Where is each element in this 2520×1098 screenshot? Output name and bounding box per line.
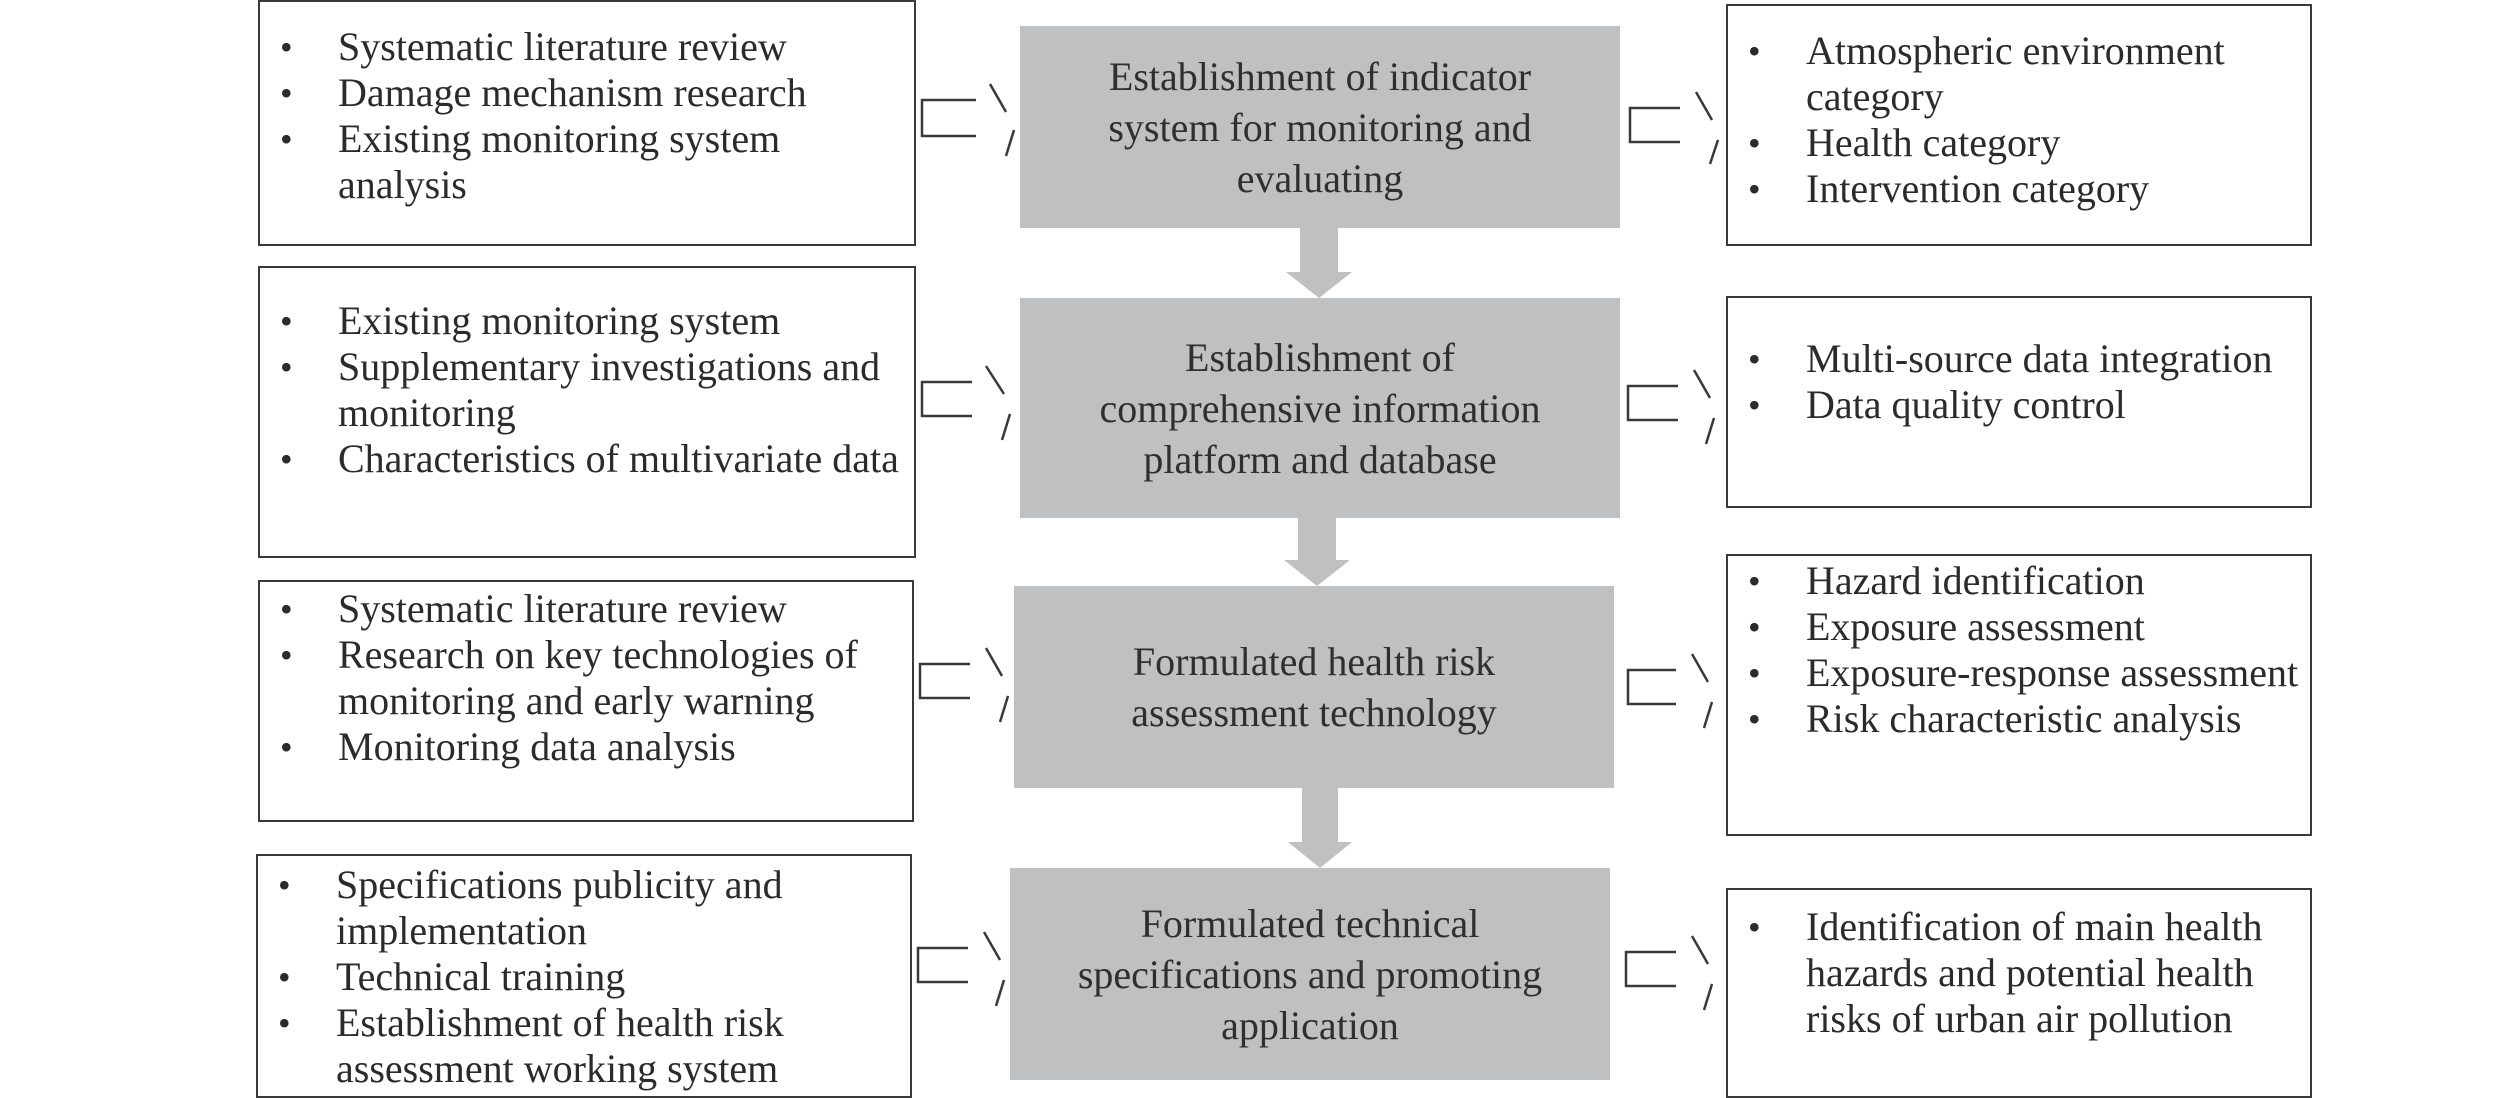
input-item: Characteristics of multivariate data xyxy=(280,436,904,482)
input-box-2: Existing monitoring system Supplementary… xyxy=(258,266,916,558)
output-item: Data quality control xyxy=(1748,382,2300,428)
input-box-4: Specifications publicity and implementat… xyxy=(256,854,912,1098)
down-arrow-3 xyxy=(1288,788,1352,868)
output-box-4: Identification of main health hazards an… xyxy=(1726,888,2312,1098)
input-arrow-1 xyxy=(920,83,1016,157)
down-arrow-2 xyxy=(1284,518,1350,586)
input-box-3: Systematic literature review Research on… xyxy=(258,580,914,822)
output-arrow-2 xyxy=(1626,369,1716,445)
input-item: Existing monitoring system analysis xyxy=(280,116,904,208)
step-box-2: Establishment of comprehensive informati… xyxy=(1020,298,1620,518)
output-item: Health category xyxy=(1748,120,2300,166)
input-item: Technical training xyxy=(278,954,900,1000)
input-item: Supplementary investigations and monitor… xyxy=(280,344,904,436)
output-item: Hazard identification xyxy=(1748,558,2300,604)
down-arrow-1 xyxy=(1286,228,1352,298)
output-arrow-3 xyxy=(1626,653,1714,729)
output-box-3: Hazard identification Exposure assessmen… xyxy=(1726,554,2312,836)
output-item: Risk characteristic analysis xyxy=(1748,696,2300,742)
input-arrow-4 xyxy=(916,931,1006,1007)
step-box-1: Establishment of indicator system for mo… xyxy=(1020,26,1620,228)
input-item: Specifications publicity and implementat… xyxy=(278,862,900,954)
step-box-3: Formulated health risk assessment techno… xyxy=(1014,586,1614,788)
output-box-1: Atmospheric environment category Health … xyxy=(1726,4,2312,246)
input-item: Systematic literature review xyxy=(280,24,904,70)
output-box-2: Multi-source data integration Data quali… xyxy=(1726,296,2312,508)
input-item: Damage mechanism research xyxy=(280,70,904,116)
input-item: Monitoring data analysis xyxy=(280,724,902,770)
input-arrow-3 xyxy=(918,647,1010,723)
step-box-4: Formulated technical specifications and … xyxy=(1010,868,1610,1080)
output-arrow-1 xyxy=(1628,91,1720,165)
output-item: Multi-source data integration xyxy=(1748,336,2300,382)
input-item: Systematic literature review xyxy=(280,586,902,632)
output-item: Identification of main health hazards an… xyxy=(1748,904,2300,1042)
input-arrow-2 xyxy=(920,365,1012,441)
output-arrow-4 xyxy=(1624,935,1714,1011)
output-item: Intervention category xyxy=(1748,166,2300,212)
input-item: Establishment of health risk assessment … xyxy=(278,1000,900,1092)
output-item: Exposure-response assessment xyxy=(1748,650,2300,696)
input-item: Research on key technologies of monitori… xyxy=(280,632,902,724)
output-item: Exposure assessment xyxy=(1748,604,2300,650)
input-item: Existing monitoring system xyxy=(280,298,904,344)
input-box-1: Systematic literature review Damage mech… xyxy=(258,0,916,246)
output-item: Atmospheric environment category xyxy=(1748,28,2300,120)
